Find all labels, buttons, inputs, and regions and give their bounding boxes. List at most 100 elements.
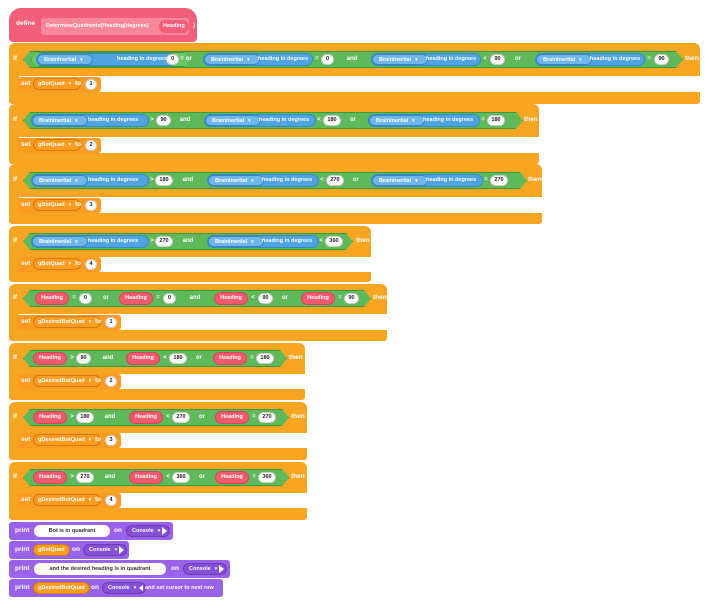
heading-param[interactable]: Heading <box>35 292 69 305</box>
set-block-4[interactable]: set gBotQuad▼ to 4 <box>17 257 101 272</box>
if-block-4[interactable]: if BrainInertial▼ heading in degrees > 2… <box>9 226 371 257</box>
heading-reporter[interactable]: BrainInertial▼ heading in degrees <box>535 53 645 66</box>
number-input[interactable]: 270 <box>155 236 173 247</box>
console-dropdown[interactable]: Console▼ <box>102 582 147 594</box>
heading-reporter[interactable]: BrainInertial▼ heading in degrees <box>371 53 481 66</box>
heading-reporter[interactable]: BrainInertial▼ heading in degrees <box>207 235 319 248</box>
sensor-dropdown[interactable]: BrainInertial▼ <box>32 236 88 247</box>
if-block-7[interactable]: if Heading > 180 and Heading < 270 or He… <box>9 402 307 433</box>
print-block-2[interactable]: print gBotQuad on Console▼ <box>9 541 129 559</box>
console-dropdown[interactable]: Console▼ <box>126 525 171 537</box>
number-input[interactable]: 360 <box>325 236 343 247</box>
set-block-8[interactable]: set gDesiredBotQuad▼ to 4 <box>17 493 121 508</box>
number-input[interactable]: 90 <box>76 353 91 364</box>
variable-dropdown[interactable]: gBotQuad▼ <box>33 139 82 151</box>
number-input[interactable]: 180 <box>76 412 94 423</box>
console-dropdown[interactable]: Console▼ <box>183 563 228 575</box>
number-input[interactable]: 270 <box>490 175 508 186</box>
print-block-3[interactable]: print and the desired heading is in quad… <box>9 560 230 578</box>
heading-param[interactable]: Heading <box>214 292 248 305</box>
heading-reporter[interactable]: BrainInertial▼ heading in degrees <box>31 114 149 127</box>
heading-param[interactable]: Heading <box>126 352 160 365</box>
number-input[interactable]: 0 <box>166 54 179 65</box>
value-input[interactable]: 1 <box>105 317 117 328</box>
sensor-dropdown[interactable]: BrainInertial▼ <box>372 175 428 186</box>
sensor-dropdown[interactable]: BrainInertial▼ <box>369 115 425 126</box>
variable-dropdown[interactable]: gBotQuad▼ <box>33 258 82 270</box>
set-block-6[interactable]: set gDesiredBotQuad▼ to 2 <box>17 374 121 389</box>
number-input[interactable]: 90 <box>258 293 273 304</box>
sensor-dropdown[interactable]: BrainInertial▼ <box>204 54 260 65</box>
number-input[interactable]: 90 <box>344 293 359 304</box>
number-input[interactable]: 180 <box>487 115 505 126</box>
if-block-8[interactable]: if Heading > 270 and Heading < 360 or He… <box>9 462 307 493</box>
print-block-4[interactable]: print gDesiredBotQuad on Console▼ and se… <box>9 579 223 597</box>
variable-dropdown[interactable]: gDesiredBotQuad▼ <box>33 316 102 328</box>
value-input[interactable]: 1 <box>85 79 97 90</box>
value-input[interactable]: 4 <box>105 495 117 506</box>
if-block-5[interactable]: if Heading = 0 or Heading = 0 and Headin… <box>9 284 387 314</box>
sensor-dropdown[interactable]: BrainInertial▼ <box>372 54 428 65</box>
expand-arrow-icon[interactable] <box>162 527 167 535</box>
heading-param[interactable]: Heading <box>301 292 335 305</box>
heading-param[interactable]: Heading <box>215 471 249 484</box>
heading-param[interactable]: Heading <box>119 292 153 305</box>
number-input[interactable]: 90 <box>156 115 171 126</box>
set-block-7[interactable]: set gDesiredBotQuad▼ to 3 <box>17 433 121 448</box>
if-block-3[interactable]: if BrainInertial▼ heading in degrees > 1… <box>9 164 542 197</box>
heading-param[interactable]: Heading <box>213 352 247 365</box>
print-text-input[interactable]: Bot is in quadrant <box>34 525 110 537</box>
number-input[interactable]: 0 <box>79 293 92 304</box>
variable-dropdown[interactable]: gBotQuad▼ <box>33 199 82 211</box>
print-variable[interactable]: gDesiredBotQuad <box>33 582 90 594</box>
number-input[interactable]: 360 <box>172 472 190 483</box>
collapse-arrow-icon[interactable] <box>139 585 143 591</box>
heading-param[interactable]: Heading <box>129 471 163 484</box>
if-block-1[interactable]: if BrainInertial▼ heading in degrees = 0… <box>9 43 700 76</box>
print-block-1[interactable]: print Bot is in quadrant on Console▼ <box>9 522 173 540</box>
heading-reporter[interactable]: BrainInertial▼ heading in degrees <box>203 53 313 66</box>
number-input[interactable]: 360 <box>258 472 276 483</box>
heading-reporter[interactable]: BrainInertial▼ heading in degrees <box>368 114 480 127</box>
heading-reporter[interactable]: BrainInertial▼ heading in degrees <box>207 174 319 187</box>
number-input[interactable]: 270 <box>326 175 344 186</box>
sensor-dropdown[interactable]: BrainInertial▼ <box>208 236 264 247</box>
value-input[interactable]: 2 <box>105 376 117 387</box>
heading-reporter[interactable]: BrainInertial▼ heading in degrees <box>31 174 149 187</box>
value-input[interactable]: 4 <box>85 259 97 270</box>
number-input[interactable]: 180 <box>169 353 187 364</box>
number-input[interactable]: 180 <box>323 115 341 126</box>
sensor-dropdown[interactable]: BrainInertial▼ <box>37 54 93 65</box>
value-input[interactable]: 3 <box>105 435 117 446</box>
variable-dropdown[interactable]: gBotQuad▼ <box>33 78 82 90</box>
if-block-2[interactable]: if BrainInertial▼ heading in degrees > 9… <box>9 104 539 137</box>
heading-param[interactable]: Heading <box>129 411 163 424</box>
variable-dropdown[interactable]: gDesiredBotQuad▼ <box>33 434 102 446</box>
sensor-dropdown[interactable]: BrainInertial▼ <box>536 54 592 65</box>
set-block-3[interactable]: set gBotQuad▼ to 3 <box>17 198 101 213</box>
heading-param[interactable]: Heading <box>215 411 249 424</box>
number-input[interactable]: 180 <box>155 175 173 186</box>
number-input[interactable]: 90 <box>654 54 669 65</box>
number-input[interactable]: 90 <box>490 54 505 65</box>
console-dropdown[interactable]: Console▼ <box>83 544 128 556</box>
heading-param[interactable]: Heading <box>33 352 67 365</box>
heading-param[interactable]: Heading <box>33 471 67 484</box>
value-input[interactable]: 2 <box>85 140 97 151</box>
number-input[interactable]: 0 <box>321 54 334 65</box>
if-block-6[interactable]: if Heading > 90 and Heading < 180 or Hea… <box>9 343 305 374</box>
expand-arrow-icon[interactable] <box>219 565 224 573</box>
number-input[interactable]: 180 <box>256 353 274 364</box>
set-block-5[interactable]: set gDesiredBotQuad▼ to 1 <box>17 315 121 330</box>
heading-reporter[interactable]: BrainInertial▼ heading in degrees <box>371 174 483 187</box>
sensor-dropdown[interactable]: BrainInertial▼ <box>32 115 88 126</box>
number-input[interactable]: 270 <box>76 472 94 483</box>
expand-arrow-icon[interactable] <box>119 546 124 554</box>
variable-dropdown[interactable]: gDesiredBotQuad▼ <box>33 375 102 387</box>
sensor-dropdown[interactable]: BrainInertial▼ <box>208 175 264 186</box>
sensor-dropdown[interactable]: BrainInertial▼ <box>32 175 88 186</box>
heading-param[interactable]: Heading <box>33 411 67 424</box>
heading-reporter[interactable]: BrainInertial▼ heading in degrees <box>204 114 316 127</box>
variable-dropdown[interactable]: gDesiredBotQuad▼ <box>33 494 102 506</box>
set-block-1[interactable]: set gBotQuad▼ to 1 <box>17 77 101 92</box>
